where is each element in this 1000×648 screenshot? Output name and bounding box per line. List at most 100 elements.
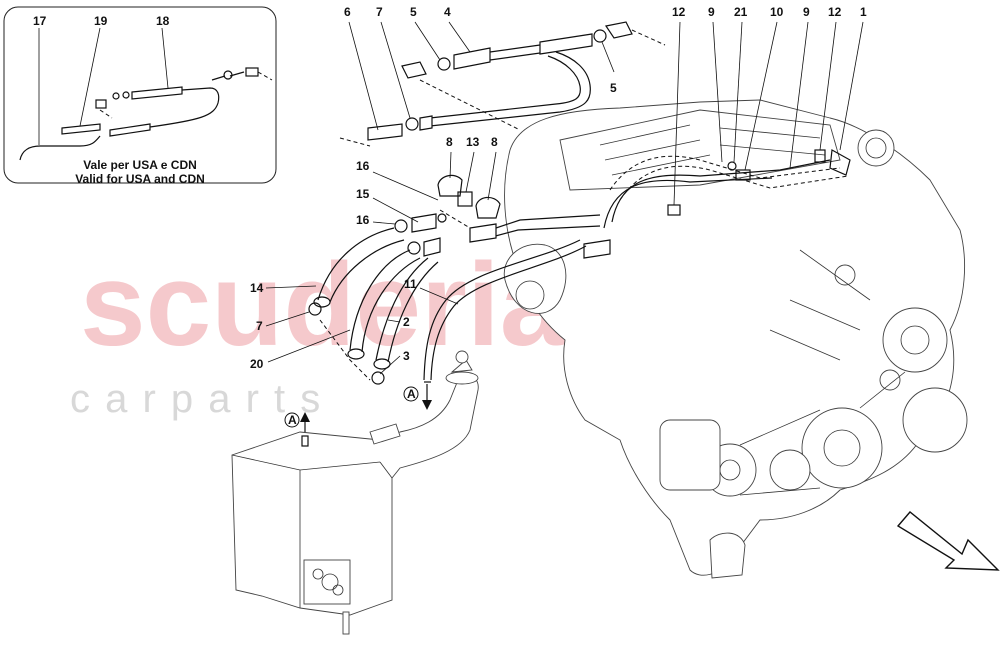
engine-block	[503, 99, 968, 579]
callout-21: 21	[734, 5, 748, 19]
leader-5-right	[601, 41, 615, 73]
callout-18: 18	[156, 14, 170, 28]
callout-12-left: 12	[672, 5, 686, 19]
breather-port	[369, 423, 401, 445]
hoses-lower	[308, 227, 587, 410]
throttle-body	[857, 129, 895, 167]
callout-9-left: 9	[708, 5, 715, 19]
watermark: scuderia c a r p a r t s	[70, 239, 567, 421]
pipe-4-lower-end	[419, 115, 433, 131]
hose-14-b	[329, 239, 405, 303]
watermark-brand: scuderia	[80, 239, 567, 371]
clip-8-left	[437, 174, 463, 197]
leader-3	[379, 355, 401, 375]
hose-20-b	[361, 257, 421, 353]
pipe-4-sleeve	[453, 47, 491, 70]
dash-top-right	[631, 29, 666, 46]
hose-20-a	[349, 249, 411, 351]
hose-17-usa	[19, 135, 101, 161]
leader-lines	[265, 21, 864, 375]
pulley-crank	[801, 407, 883, 489]
callout-1: 1	[860, 5, 867, 19]
callout-20: 20	[250, 357, 264, 371]
callout-7-lower: 7	[256, 319, 263, 333]
dash-clip	[439, 209, 471, 229]
clip-7-top	[405, 117, 419, 131]
connector-usa	[245, 67, 259, 77]
tensioner-pulley	[769, 449, 811, 491]
leader-6	[348, 21, 379, 131]
inset-dash-2	[99, 109, 113, 119]
callout-13: 13	[466, 135, 480, 149]
callout-16-lower: 16	[356, 213, 370, 227]
hose-14-end	[313, 296, 331, 308]
clip-usa-1	[112, 92, 120, 100]
tank-vent-nipple	[301, 435, 309, 447]
pulley-upper-hub	[900, 325, 930, 355]
callout-3: 3	[403, 349, 410, 363]
oil-reservoir	[231, 350, 479, 635]
pulley-crank-hub	[823, 429, 861, 467]
pipe-18-bend	[149, 87, 220, 128]
clip-16-lower	[407, 241, 421, 255]
marker-a-hose	[403, 386, 419, 402]
pipe-4-bend-inner	[429, 55, 581, 119]
clip-16-upper	[394, 219, 408, 233]
breather-hose-9b	[603, 177, 773, 229]
fitting-10	[735, 169, 751, 181]
leader-1	[839, 21, 864, 151]
callout-4: 4	[444, 5, 451, 19]
filler-cap	[450, 359, 473, 373]
hose-19-usa	[61, 123, 101, 135]
clip-8-right	[475, 196, 501, 219]
callout-10: 10	[770, 5, 784, 19]
leader-7-top	[380, 21, 411, 119]
throttle-bore	[865, 137, 887, 159]
clip-5-right	[593, 29, 607, 43]
hose-2-a	[375, 257, 429, 361]
down-arrow-icon	[422, 400, 432, 410]
pipe-4-bend	[429, 51, 591, 127]
leader-15	[372, 197, 419, 223]
fitting-plenum-entry	[469, 223, 497, 243]
drain-plug	[342, 611, 350, 635]
idler-pulley	[879, 369, 901, 391]
fitting-15	[411, 213, 437, 233]
breather-hose-9	[611, 159, 831, 223]
hose-to-plenum-b	[487, 225, 601, 239]
callout-16-upper: 16	[356, 159, 370, 173]
clip-usa-3	[223, 70, 233, 80]
pipe-18-usa	[131, 86, 183, 100]
callout-8-right: 8	[491, 135, 498, 149]
callout-19: 19	[94, 14, 108, 28]
fitting-engine-side	[583, 239, 611, 259]
callout-2: 2	[403, 315, 410, 329]
dash-hose-6	[339, 137, 371, 147]
callout-12-right: 12	[828, 5, 842, 19]
pipe-4-body	[489, 44, 541, 61]
clip-7-lower	[308, 302, 322, 316]
mount-boss	[321, 573, 339, 591]
clip-3	[371, 371, 385, 385]
clip-21	[727, 161, 737, 171]
leader-19	[79, 27, 101, 127]
markers: A A	[284, 386, 419, 428]
leader-2	[387, 319, 401, 323]
marker-a-hose-label: A	[407, 387, 416, 401]
leader-12-right	[819, 21, 837, 151]
engine-brackets	[769, 249, 871, 361]
connector-top-right	[605, 21, 633, 39]
marker-a-tank	[284, 412, 300, 428]
bracket-13	[457, 191, 473, 207]
leader-4	[448, 21, 471, 53]
inset-note-it: Vale per USA e CDN	[83, 158, 197, 172]
leader-8-left	[449, 151, 452, 179]
callout-14: 14	[250, 281, 264, 295]
callout-15: 15	[356, 187, 370, 201]
pulley-upper	[882, 307, 948, 373]
mount-hole-2	[332, 584, 344, 596]
filler-cap-ring	[455, 350, 469, 364]
leader-7-lower	[265, 311, 310, 327]
leader-9-right	[789, 21, 809, 169]
hose-to-plenum	[489, 214, 601, 231]
